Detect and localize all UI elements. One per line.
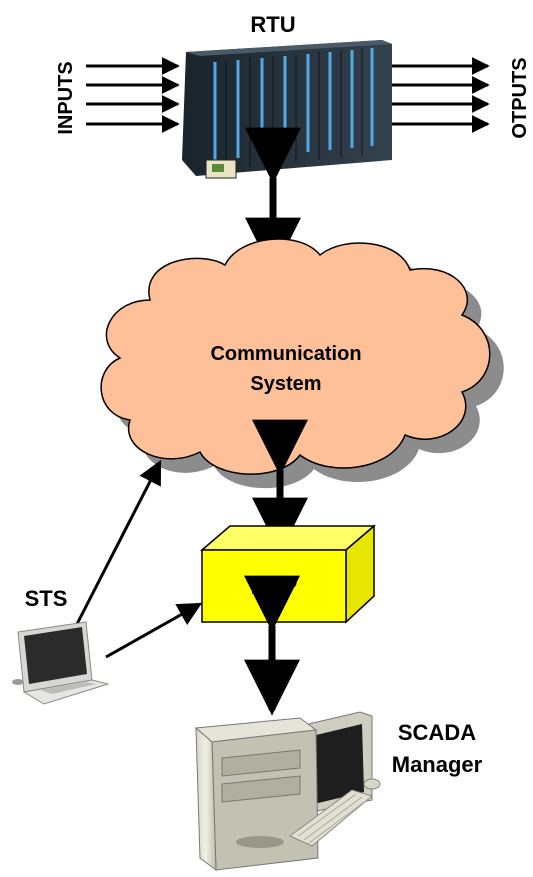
sts-cloud-arrow (74, 459, 162, 627)
scada-label-line1: SCADA (398, 720, 476, 745)
laptop-icon (12, 621, 110, 705)
plc-rack-icon (182, 40, 392, 179)
rtu-label: RTU (250, 12, 295, 37)
cloud-label-line2: System (250, 373, 321, 395)
communication-system-cloud (100, 238, 491, 475)
sts-label: STS (25, 586, 68, 611)
fep-label: FEP (251, 573, 298, 600)
output-arrows (392, 57, 490, 133)
scada-label-line2: Manager (392, 752, 483, 777)
cloud-label-line1: Communication (210, 343, 361, 365)
sts-fep-arrow (105, 602, 203, 659)
inputs-label: INPUTS (55, 61, 77, 134)
input-arrows (86, 57, 180, 133)
outputs-label: OTPUTS (509, 57, 531, 138)
desktop-computer-icon (194, 711, 381, 872)
